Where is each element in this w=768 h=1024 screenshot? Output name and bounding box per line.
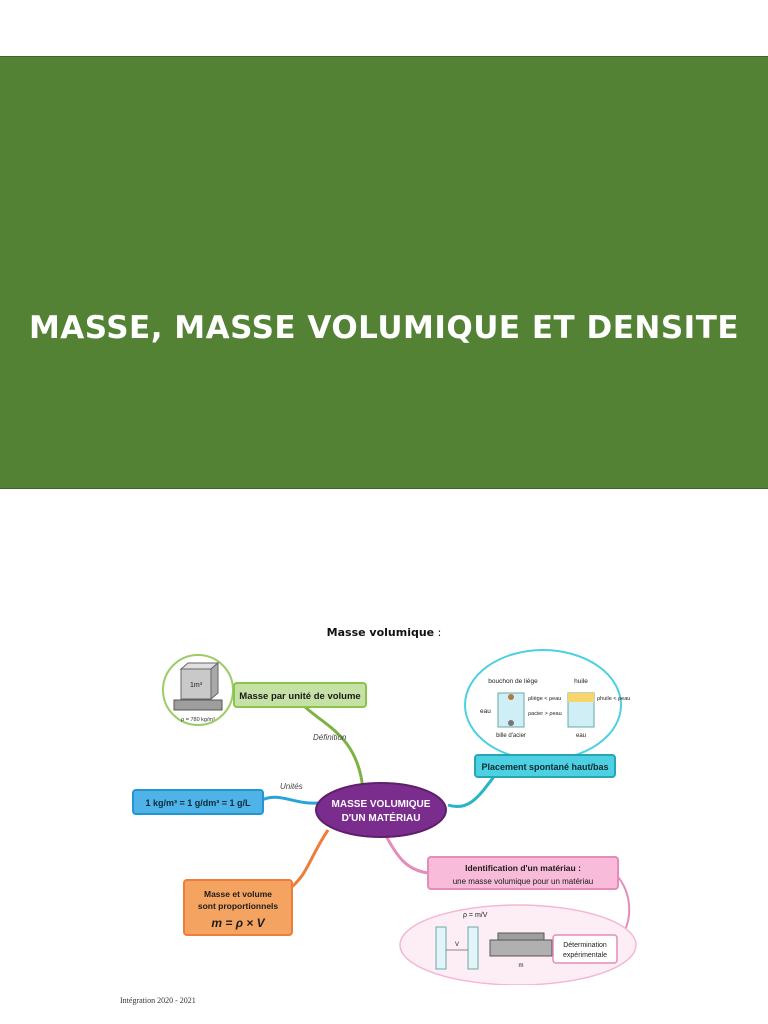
scale-reading: ρ = 780 kg/m³ bbox=[181, 717, 215, 723]
experiment-illustration: ρ = m/V V m bbox=[399, 904, 637, 985]
figure-caption: Masse volumique : bbox=[0, 626, 768, 639]
definition-text: Masse par unité de volume bbox=[239, 691, 360, 702]
placement-illustration: bouchon de liège huile eau bille d'acier… bbox=[464, 649, 630, 761]
mind-map: 1m³ ρ = 780 kg/m³ Masse par unité de vol… bbox=[132, 649, 637, 985]
identification-line2: une masse volumique pour un matériau bbox=[453, 877, 594, 886]
caption-suffix: : bbox=[434, 626, 442, 639]
center-line2: D'UN MATÉRIAU bbox=[342, 811, 421, 824]
footer-text: Intégration 2020 - 2021 bbox=[120, 996, 196, 1005]
identification-line1: Identification d'un matériau : bbox=[465, 863, 581, 873]
relation-oil: ρhuile < ρeau bbox=[597, 696, 630, 702]
center-line1: MASSE VOLUMIQUE bbox=[332, 799, 431, 810]
caption-label: Masse volumique bbox=[326, 626, 435, 639]
steel-label: bille d'acier bbox=[496, 733, 526, 739]
proportional-formula: m = ρ × V bbox=[211, 916, 265, 930]
experiment-formula: ρ = m/V bbox=[463, 912, 488, 919]
proportional-line1: Masse et volume bbox=[204, 889, 272, 899]
experiment-label2: expérimentale bbox=[563, 952, 607, 959]
water-left-label: eau bbox=[480, 708, 491, 715]
cube-scale-illustration: 1m³ ρ = 780 kg/m³ bbox=[162, 654, 234, 726]
definition-box bbox=[233, 682, 367, 708]
proportional-line2: sont proportionnels bbox=[198, 901, 279, 911]
branch-units bbox=[257, 795, 319, 805]
placement-text: Placement spontané haut/bas bbox=[481, 762, 608, 772]
units-box bbox=[132, 789, 264, 815]
water-right-label: eau bbox=[576, 733, 586, 739]
branch-proportional bbox=[287, 829, 330, 892]
center-node bbox=[315, 782, 447, 838]
identification-box bbox=[427, 856, 619, 890]
experiment-box bbox=[552, 934, 618, 964]
units-text: 1 kg/m³ = 1 g/dm³ = 1 g/L bbox=[145, 798, 251, 808]
definition-branch-label: Définition bbox=[313, 733, 347, 742]
title-banner: MASSE, MASSE VOLUMIQUE ET DENSITE bbox=[0, 56, 768, 489]
units-branch-label: Unités bbox=[280, 782, 303, 791]
oil-label: huile bbox=[574, 678, 588, 685]
experiment-m-label: m bbox=[519, 963, 524, 969]
proportional-box bbox=[183, 879, 293, 936]
relation-steel: ρacier > ρeau bbox=[528, 711, 562, 717]
cork-label: bouchon de liège bbox=[488, 678, 538, 685]
branch-definition bbox=[301, 703, 365, 791]
cube-label: 1m³ bbox=[190, 682, 203, 689]
placement-box bbox=[474, 754, 616, 778]
experiment-label1: Détermination bbox=[563, 942, 607, 949]
experiment-v-label: V bbox=[455, 942, 459, 948]
relation-cork: ρliège < ρeau bbox=[528, 696, 561, 702]
page-title: MASSE, MASSE VOLUMIQUE ET DENSITE bbox=[28, 310, 740, 346]
